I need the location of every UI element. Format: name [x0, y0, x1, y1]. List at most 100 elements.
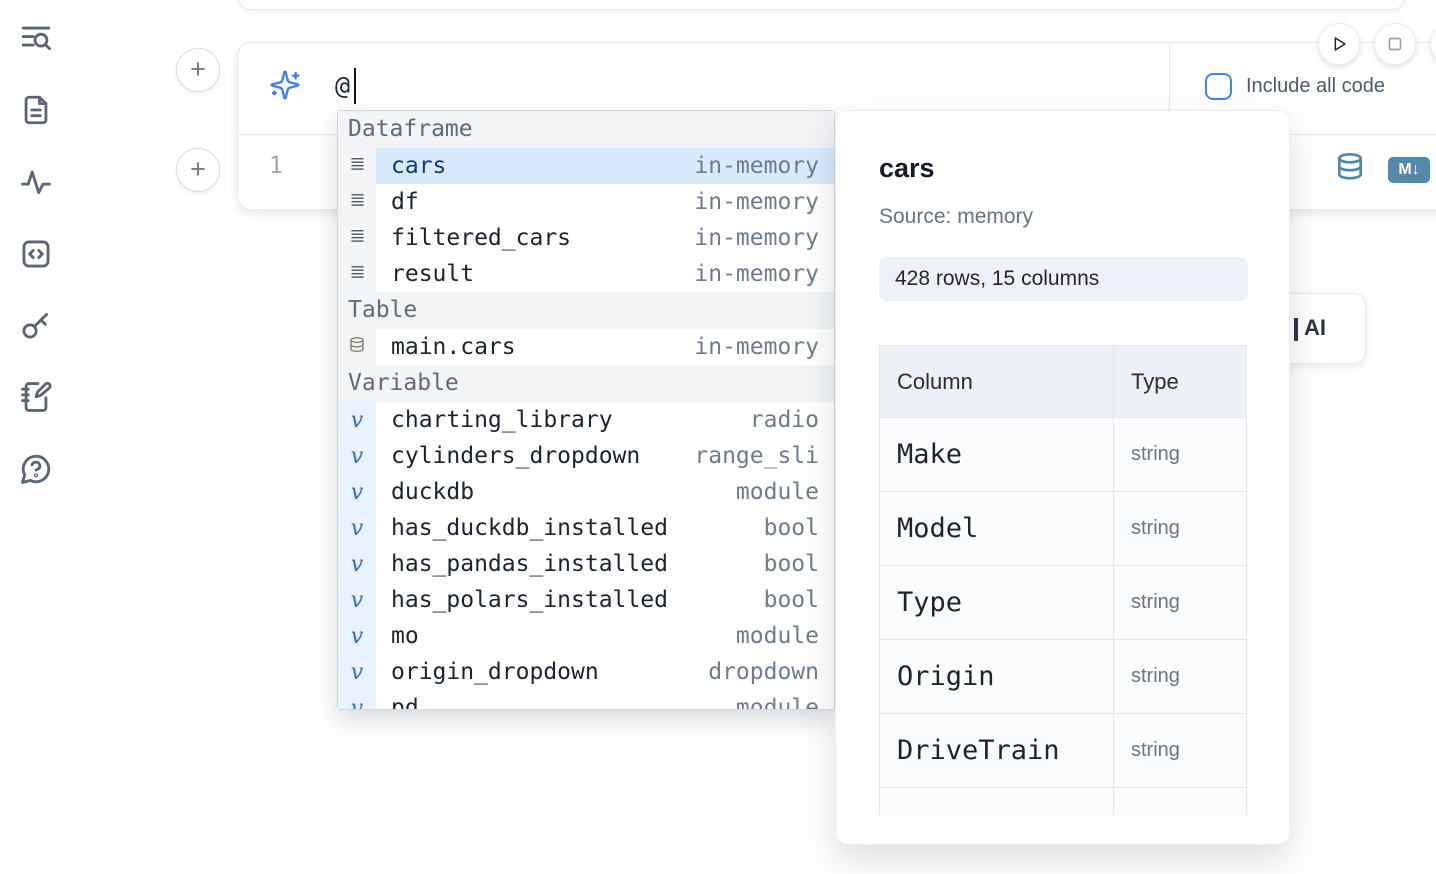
schema-row: Type string [879, 565, 1247, 640]
completion-item-name: has_pandas_installed [391, 551, 668, 577]
clipped-letter [1294, 318, 1298, 341]
schema-row: DriveTrain string [879, 713, 1247, 788]
completion-item-type: module [735, 695, 819, 710]
completion-item-type: in-memory [694, 189, 819, 215]
completion-item-type: module [735, 623, 819, 649]
stop-icon [1388, 37, 1402, 51]
run-cell-button[interactable] [1318, 23, 1360, 65]
variable-icon: v [338, 546, 376, 582]
completion-item-type: range_sli [694, 443, 819, 469]
completion-item-type: module [735, 479, 819, 505]
completion-item[interactable]: df in-memory [338, 184, 834, 220]
variable-icon: v [338, 582, 376, 618]
include-all-code-checkbox[interactable] [1205, 73, 1232, 100]
text-cursor [354, 68, 356, 104]
variable-icon: v [338, 654, 376, 690]
variable-icon: v [338, 618, 376, 654]
variable-icon: v [338, 690, 376, 709]
completion-item-type: in-memory [694, 261, 819, 287]
column-name: Origin [897, 661, 995, 692]
variable-icon: v [338, 474, 376, 510]
completion-item-name: has_polars_installed [391, 587, 668, 613]
completion-item-type: bool [763, 515, 819, 541]
completion-item-name: has_duckdb_installed [391, 515, 668, 541]
dataframe-rows-icon [338, 148, 376, 184]
column-type: string [1131, 517, 1180, 539]
completion-item-name: origin_dropdown [391, 659, 599, 685]
line-number: 1 [269, 153, 283, 179]
completion-section-header: Dataframe [338, 111, 834, 148]
column-type: string [1131, 591, 1180, 613]
variable-icon: v [338, 402, 376, 438]
prompt-divider [1169, 43, 1170, 134]
completion-item[interactable]: v origin_dropdown dropdown [338, 654, 834, 690]
completion-item-name: cylinders_dropdown [391, 443, 641, 469]
completion-item[interactable]: v has_polars_installed bool [338, 582, 834, 618]
completion-section-header: Table [338, 292, 834, 329]
sidebar-code-square-icon[interactable] [19, 237, 53, 271]
completion-item-name: cars [391, 153, 447, 179]
completion-item-type: in-memory [694, 225, 819, 251]
completion-item-type: in-memory [694, 334, 819, 360]
completion-item[interactable]: v cylinders_dropdown range_sli [338, 438, 834, 474]
variable-icon: v [338, 438, 376, 474]
sidebar-notebook-pen-icon[interactable] [19, 380, 53, 414]
completion-section-header: Variable [338, 365, 834, 402]
ai-prompt-input[interactable]: @ [335, 71, 351, 100]
completion-item-type: radio [749, 407, 819, 433]
completion-item[interactable]: result in-memory [338, 256, 834, 292]
include-all-code-label: Include all code [1246, 75, 1385, 97]
completion-item-name: duckdb [391, 479, 475, 505]
preview-title: cars [879, 153, 935, 183]
completion-item-name: df [391, 189, 419, 215]
completion-item-name: charting_library [391, 407, 613, 433]
completion-item-name: pd [391, 695, 419, 710]
sidebar-list-search-icon[interactable] [19, 21, 53, 55]
column-name: Type [897, 587, 963, 618]
schema-header-cell: Type [1113, 345, 1247, 418]
previous-cell-edge [237, 0, 1406, 10]
markdown-icon[interactable]: M↓ [1388, 157, 1430, 183]
column-name: Make [897, 439, 963, 470]
sparkles-icon [269, 69, 301, 101]
completion-item-name: mo [391, 623, 419, 649]
datasource-icon[interactable] [1334, 151, 1366, 183]
stop-cell-button[interactable] [1374, 23, 1416, 65]
column-name: DriveTrain [897, 735, 1060, 766]
database-icon [338, 329, 376, 365]
completion-item[interactable]: v has_duckdb_installed bool [338, 510, 834, 546]
add-cell-below-button[interactable]: + [176, 148, 220, 192]
variable-icon: v [338, 510, 376, 546]
preview-source: Source: memory [879, 205, 1034, 228]
add-cell-above-button[interactable]: + [176, 48, 220, 92]
sidebar-key-icon[interactable] [19, 308, 53, 342]
completion-item[interactable]: v charting_library radio [338, 402, 834, 438]
column-type: string [1131, 739, 1180, 761]
completion-item-type: bool [763, 587, 819, 613]
sidebar-file-text-icon[interactable] [19, 93, 53, 127]
dataframe-preview-panel: cars Source: memory 428 rows, 15 columns… [835, 110, 1290, 845]
sidebar-activity-icon[interactable] [19, 165, 53, 199]
completion-item-type: dropdown [708, 659, 819, 685]
sidebar-help-circle-icon[interactable] [19, 452, 53, 486]
completion-item-name: result [391, 261, 475, 287]
sidebar [0, 0, 72, 874]
play-icon [1334, 37, 1346, 51]
dataframe-rows-icon [338, 184, 376, 220]
schema-header-cell: Column [879, 345, 1114, 418]
preview-shape-badge: 428 rows, 15 columns [879, 257, 1248, 301]
ai-prompt-row[interactable]: @ Include all code [238, 43, 1436, 134]
